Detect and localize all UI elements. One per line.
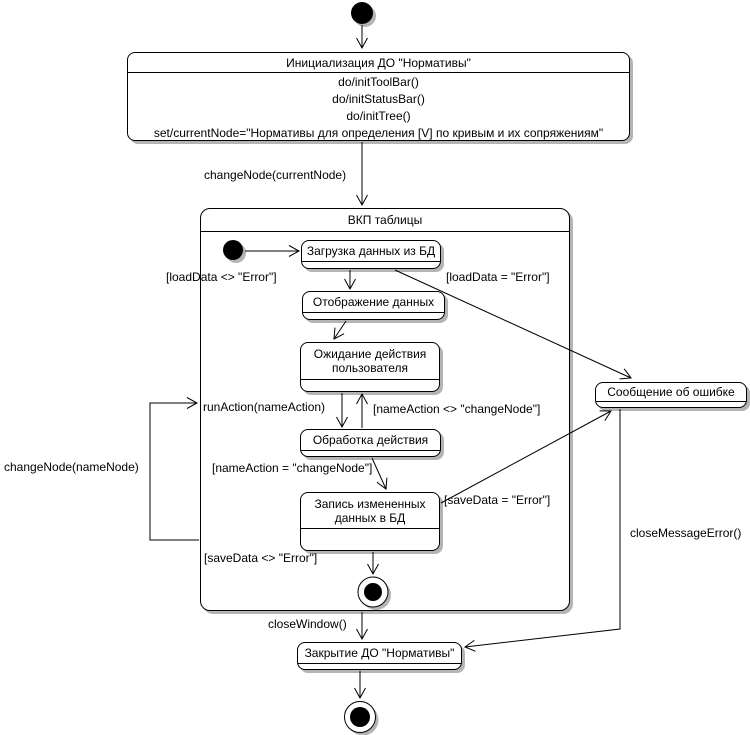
- transition-label-changenode-currentnode: changeNode(currentNode): [204, 168, 347, 182]
- state-load-data-label: Загрузка данных из БД: [306, 244, 436, 258]
- transition-label-changenode-namenode: changeNode(nameNode): [4, 460, 139, 474]
- state-init: Инициализация ДО "Нормативы" do/initTool…: [127, 52, 630, 141]
- transition-label-savedata-error: [saveData = "Error"]: [444, 493, 551, 507]
- state-close: Закрытие ДО "Нормативы": [297, 642, 462, 670]
- state-vkp-table-title: ВКП таблицы: [201, 209, 569, 232]
- state-compartment: [301, 379, 439, 391]
- state-init-title: Инициализация ДО "Нормативы": [128, 53, 629, 73]
- state-close-label: Закрытие ДО "Нормативы": [304, 646, 455, 660]
- state-wait-user-action: Ожидание действия пользователя: [300, 342, 440, 392]
- state-compartment: [596, 401, 746, 407]
- transition-vkp-self-changenode: [149, 397, 199, 541]
- state-save-data-label: Запись измененных данных в БД: [314, 496, 426, 525]
- transition-label-closemessageerror: closeMessageError(): [630, 526, 742, 540]
- transition-label-nameaction-ne: [nameAction <> "changeNode"]: [373, 402, 541, 416]
- state-process-action: Обработка действия: [300, 429, 441, 457]
- transition-label-closewindow: closeWindow(): [268, 617, 347, 631]
- state-error-message-label: Сообщение об ошибке: [607, 385, 735, 399]
- transition-label-loaddata-error: [loadData = "Error"]: [446, 270, 550, 284]
- state-init-action-line: set/currentNode="Нормативы для определен…: [153, 126, 604, 140]
- state-init-action-line: do/initTree(): [346, 109, 411, 123]
- final-state-bottom-icon: [344, 701, 379, 735]
- state-compartment: [302, 261, 440, 268]
- state-compartment: [303, 312, 444, 319]
- state-init-action-line: do/initStatusBar(): [332, 92, 425, 106]
- state-compartment: [298, 663, 461, 669]
- transition-label-loaddata-ok: [loadData <> "Error"]: [166, 270, 277, 284]
- transition-label-nameaction-eq: [nameAction = "changeNode"]: [212, 461, 373, 475]
- state-init-action-line: do/initToolBar(): [338, 75, 419, 89]
- state-load-data: Загрузка данных из БД: [301, 240, 441, 269]
- state-display-data-label: Отображение данных: [312, 295, 435, 309]
- state-save-data: Запись измененных данных в БД: [300, 492, 440, 551]
- state-compartment: [301, 528, 439, 550]
- state-error-message: Сообщение об ошибке: [595, 382, 747, 408]
- transition-label-savedata-ok: [saveData <> "Error"]: [204, 551, 318, 565]
- transition-label-runaction: runAction(nameAction): [203, 400, 326, 414]
- state-init-actions: do/initToolBar() do/initStatusBar() do/i…: [128, 73, 629, 142]
- state-wait-user-action-label: Ожидание действия пользователя: [313, 347, 427, 375]
- state-compartment: [301, 450, 440, 456]
- state-process-action-label: Обработка действия: [312, 433, 429, 447]
- state-display-data: Отображение данных: [302, 291, 445, 320]
- initial-state-top-icon: [351, 2, 376, 27]
